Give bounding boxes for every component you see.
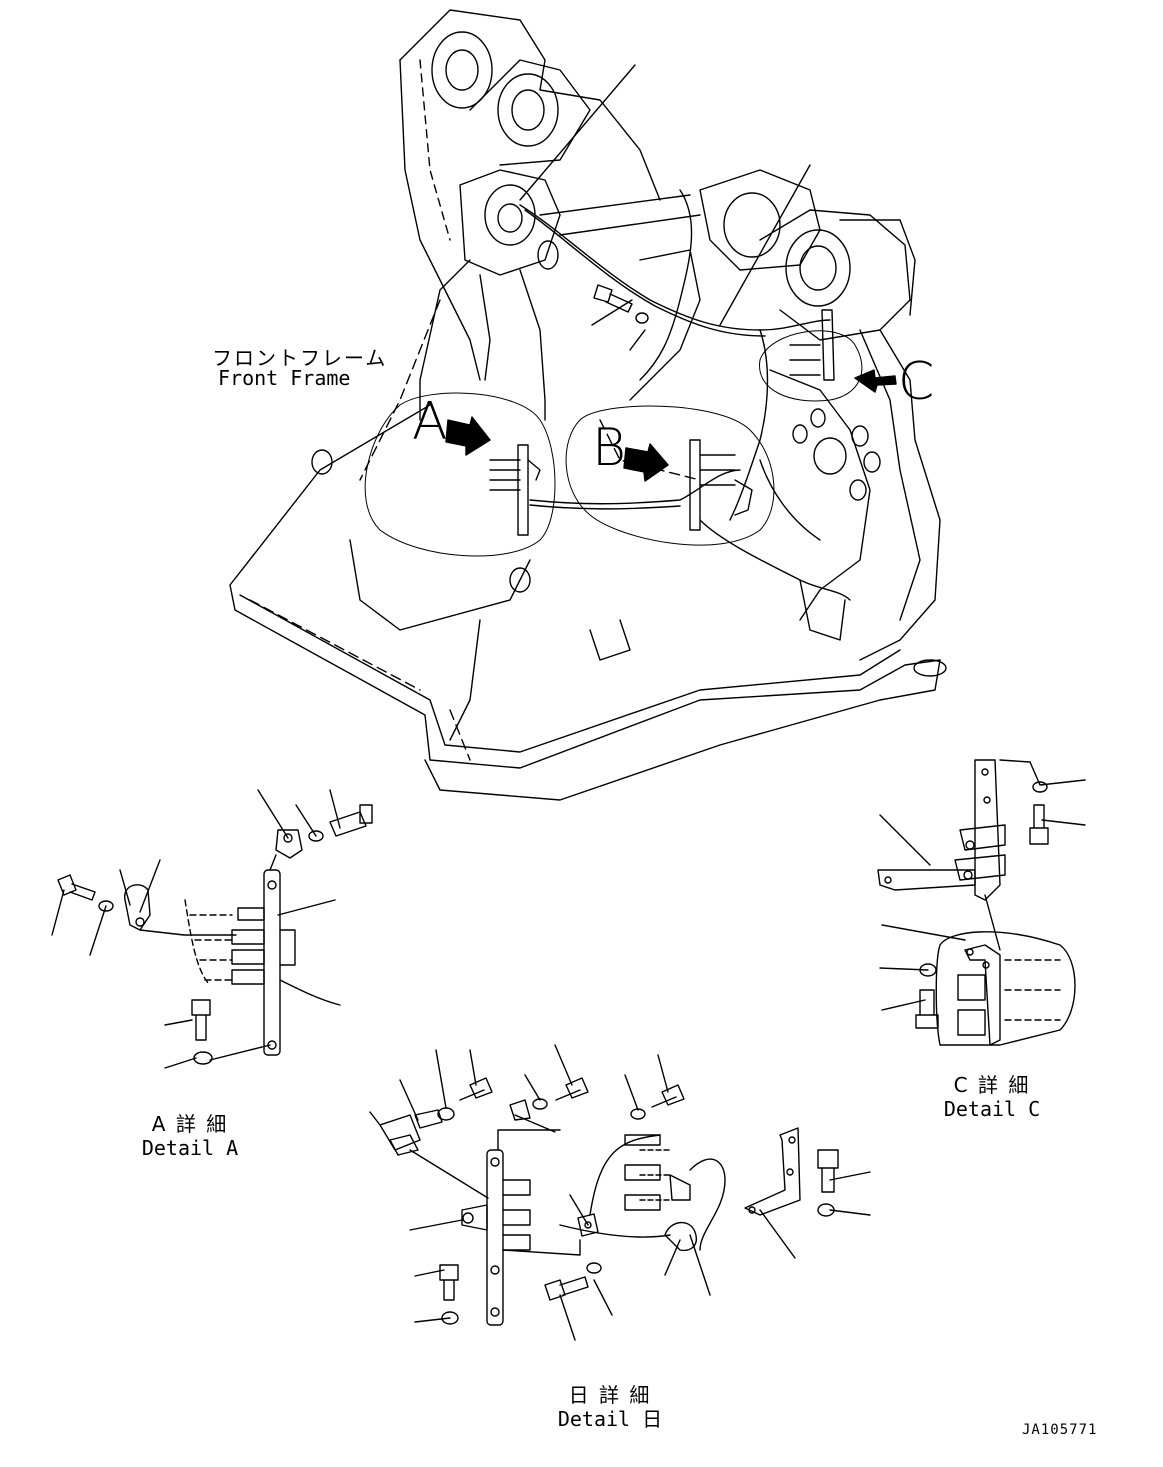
detail-b-title-en: Detail 日 [557,1407,663,1431]
arrow-b-icon [623,443,669,482]
front-frame-label-jp: フロントフレーム [212,346,388,370]
detail-a-title-jp: A 詳 細 [151,1112,229,1136]
detail-a-caption: A 詳 細 Detail A [130,1112,250,1160]
callout-label-b: B [592,418,627,478]
detail-b-title-jp: 日 詳 細 [568,1383,652,1407]
callout-bubble-b [565,405,775,546]
detail-b-caption: 日 詳 細 Detail 日 [550,1383,670,1431]
clip-a-in-frame [489,444,541,536]
callout-label-c: C [898,352,935,412]
callout-bubble-a [364,392,556,557]
drawing-number: JA105771 [1022,1422,1098,1438]
detail-b-drawing [369,1044,871,1341]
front-frame-drawing [229,9,947,801]
detail-c-drawing [877,759,1086,1046]
detail-a-drawing [51,789,373,1069]
front-frame-label-en: Front Frame [218,366,351,390]
callout-label-a: A [412,392,448,452]
callout-bubble-c [759,330,863,402]
detail-c-title-en: Detail C [943,1097,1041,1121]
clip-b-in-frame [689,439,753,531]
detail-c-title-jp: C 詳 細 [953,1073,1031,1097]
detail-a-title-en: Detail A [141,1136,239,1160]
arrow-a-icon [445,416,491,456]
clip-c-in-frame [789,309,835,381]
detail-c-caption: C 詳 細 Detail C [932,1073,1052,1121]
bolt-main-1 [593,284,649,324]
arrow-c-icon [854,369,897,393]
